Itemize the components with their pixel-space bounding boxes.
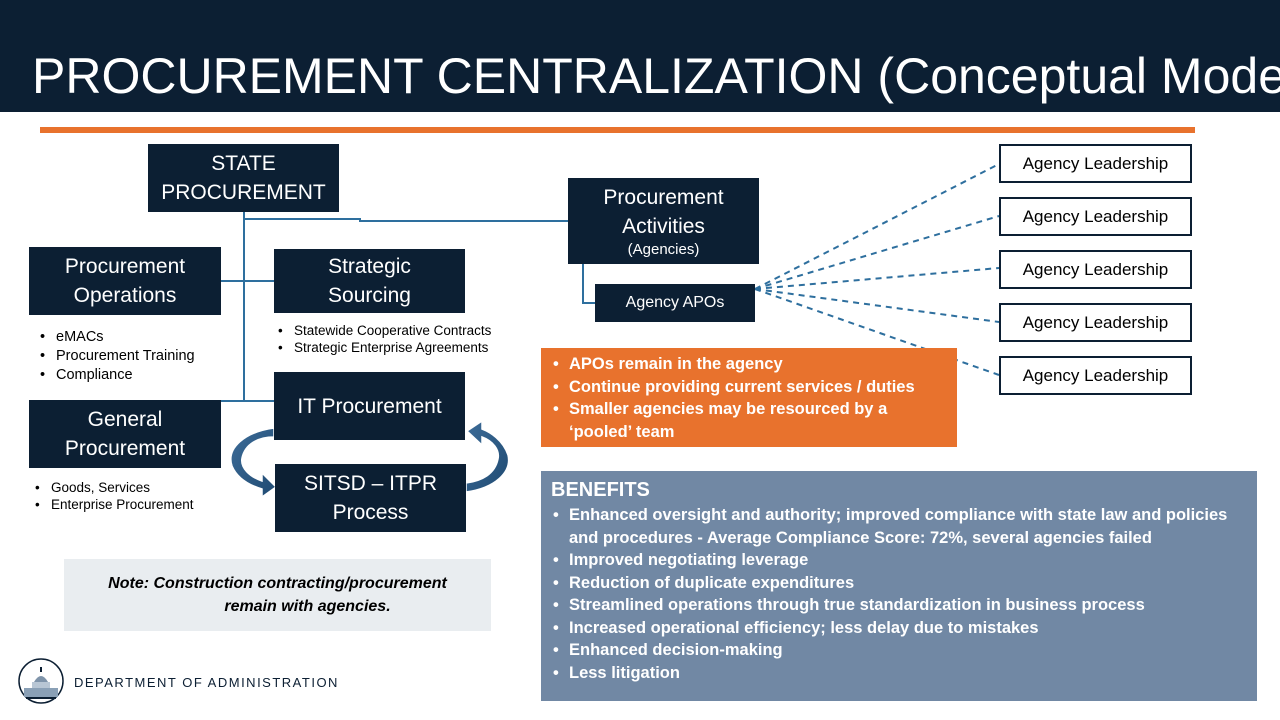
state-procurement-box: STATE PROCUREMENT bbox=[148, 144, 339, 212]
benefit-item: Enhanced oversight and authority; improv… bbox=[553, 504, 1247, 549]
agency-leadership-box: Agency Leadership bbox=[999, 303, 1192, 342]
state-procurement-label-line1: STATE bbox=[211, 152, 276, 175]
note-line1: Note: Construction contracting/procureme… bbox=[108, 575, 447, 592]
capitol-dome-logo bbox=[18, 658, 64, 704]
strategic-sourcing-box: Strategic Sourcing bbox=[274, 249, 465, 313]
strategic-sourcing-label-line1: Strategic bbox=[328, 255, 411, 278]
cycle-arrow-right bbox=[465, 419, 510, 493]
bullet-item: Statewide Cooperative Contracts bbox=[278, 322, 491, 339]
title-bar: PROCUREMENT CENTRALIZATION (Conceptual M… bbox=[0, 0, 1280, 112]
apo-notes-panel: APOs remain in the agency Continue provi… bbox=[541, 348, 957, 447]
general-procurement-bullets: Goods, Services Enterprise Procurement bbox=[33, 479, 194, 513]
bullet-item: Compliance bbox=[40, 366, 195, 385]
department-name: DEPARTMENT OF ADMINISTRATION bbox=[74, 675, 339, 690]
connector-state-to-activities bbox=[244, 218, 568, 222]
bullet-item: Procurement Training bbox=[40, 347, 195, 366]
state-procurement-label-line2: PROCUREMENT bbox=[161, 181, 326, 204]
procurement-activities-sub: (Agencies) bbox=[627, 241, 700, 258]
sitsd-itpr-box: SITSD – ITPR Process bbox=[275, 464, 466, 532]
sitsd-label-line2: Process bbox=[332, 501, 409, 524]
benefit-item: Improved negotiating leverage bbox=[553, 549, 1247, 572]
sitsd-label-line1: SITSD – ITPR bbox=[303, 472, 438, 495]
dash-leadership-1 bbox=[754, 163, 1000, 290]
dash-leadership-4 bbox=[754, 288, 1000, 323]
construction-note: Note: Construction contracting/procureme… bbox=[64, 559, 491, 631]
benefit-item: Streamlined operations through true stan… bbox=[553, 594, 1247, 617]
it-procurement-box: IT Procurement bbox=[274, 372, 465, 440]
procurement-activities-box: Procurement Activities (Agencies) bbox=[568, 178, 759, 264]
strategic-sourcing-bullets: Statewide Cooperative Contracts Strategi… bbox=[276, 322, 491, 356]
benefit-item: Enhanced decision-making bbox=[553, 639, 1247, 662]
procurement-operations-label-line2: Operations bbox=[73, 284, 177, 307]
strategic-sourcing-label-line2: Sourcing bbox=[328, 284, 411, 307]
dash-leadership-2 bbox=[754, 215, 1000, 290]
agency-apos-label: Agency APOs bbox=[625, 294, 725, 311]
procurement-operations-box: Procurement Operations bbox=[29, 247, 221, 315]
procurement-operations-label-line1: Procurement bbox=[64, 255, 186, 278]
apo-note-item: Smaller agencies may be resourced by a ‘… bbox=[553, 398, 949, 443]
procurement-activities-label-line1: Procurement bbox=[603, 186, 724, 209]
dash-leadership-3 bbox=[754, 267, 1000, 290]
bullet-item: Strategic Enterprise Agreements bbox=[278, 339, 491, 356]
accent-rule bbox=[40, 127, 1195, 133]
cycle-arrow-left bbox=[230, 427, 278, 499]
general-procurement-label-line2: Procurement bbox=[64, 437, 186, 460]
agency-leadership-box: Agency Leadership bbox=[999, 250, 1192, 289]
benefit-item: Reduction of duplicate expenditures bbox=[553, 572, 1247, 595]
it-procurement-label: IT Procurement bbox=[297, 394, 442, 418]
bullet-item: Goods, Services bbox=[35, 479, 194, 496]
note-line2: remain with agencies. bbox=[224, 598, 391, 615]
general-procurement-label-line1: General bbox=[87, 408, 163, 431]
procurement-operations-bullets: eMACs Procurement Training Compliance bbox=[38, 328, 195, 385]
bullet-item: Enterprise Procurement bbox=[35, 496, 194, 513]
page-title: PROCUREMENT CENTRALIZATION (Conceptual M… bbox=[32, 48, 1280, 104]
bullet-item: eMACs bbox=[40, 328, 195, 347]
agency-apos-box: Agency APOs bbox=[595, 284, 755, 322]
agency-leadership-box: Agency Leadership bbox=[999, 197, 1192, 236]
general-procurement-box: General Procurement bbox=[29, 400, 221, 468]
benefit-item: Increased operational efficiency; less d… bbox=[553, 617, 1247, 640]
apo-note-item: Continue providing current services / du… bbox=[553, 376, 949, 399]
connector-activities-apos bbox=[582, 257, 596, 304]
apo-note-item: APOs remain in the agency bbox=[553, 353, 949, 376]
benefit-item: Less litigation bbox=[553, 662, 1247, 685]
procurement-activities-label-line2: Activities bbox=[622, 215, 705, 238]
benefits-panel: BENEFITS Enhanced oversight and authorit… bbox=[541, 471, 1257, 701]
benefits-heading: BENEFITS bbox=[551, 479, 650, 501]
agency-leadership-box: Agency Leadership bbox=[999, 356, 1192, 395]
agency-leadership-box: Agency Leadership bbox=[999, 144, 1192, 183]
